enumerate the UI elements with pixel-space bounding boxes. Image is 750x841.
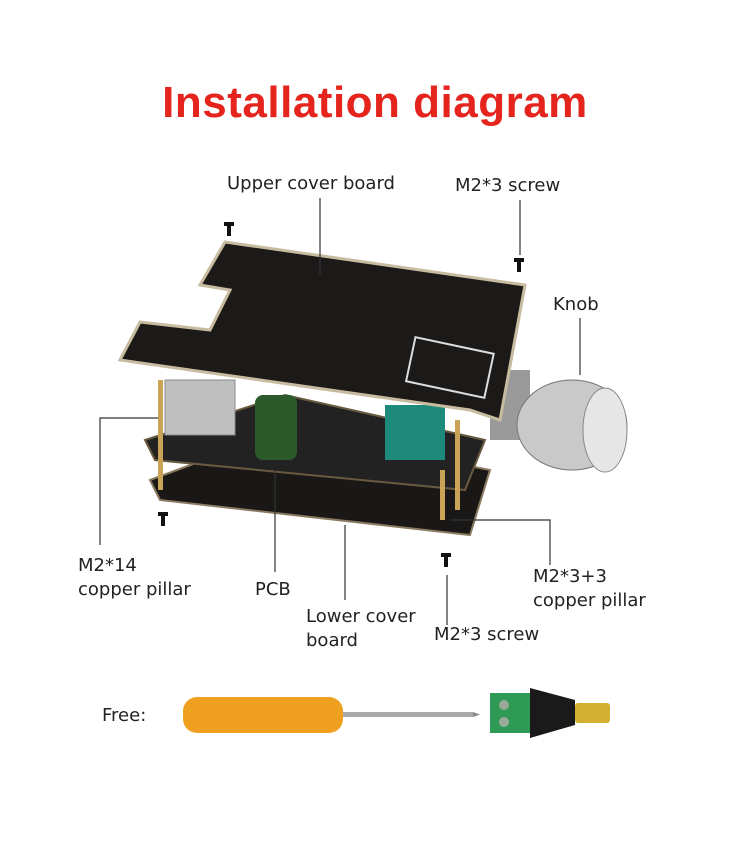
teal-module <box>385 405 445 460</box>
screwdriver-icon <box>183 697 480 733</box>
label-line: M2*14 <box>78 555 137 576</box>
label-knob: Knob <box>553 294 599 315</box>
dc-connector-icon <box>490 688 610 738</box>
usb-port <box>164 379 236 436</box>
label-m2x14-pillar: M2*14 copper pillar <box>78 554 191 602</box>
label-upper-cover-board: Upper cover board <box>227 173 395 194</box>
label-line: Lower cover <box>306 606 416 627</box>
screw-icon <box>158 222 524 567</box>
leader-lines <box>99 198 581 625</box>
label-line: copper pillar <box>78 579 191 600</box>
label-line: copper pillar <box>533 590 646 611</box>
capacitor <box>255 395 297 460</box>
copper-pillar <box>455 420 460 510</box>
label-lower-cover-board: Lower cover board <box>306 605 416 653</box>
label-m2x3-screw-bottom: M2*3 screw <box>434 624 540 645</box>
copper-pillar <box>440 470 445 520</box>
upper-cover-board <box>117 240 527 422</box>
label-line: M2*3+3 <box>533 566 607 587</box>
label-free: Free: <box>102 705 147 726</box>
label-m2x3-3-pillar: M2*3+3 copper pillar <box>533 565 646 613</box>
label-line: board <box>306 630 358 651</box>
page-title: Installation diagram <box>162 78 588 127</box>
copper-pillar <box>158 380 163 490</box>
label-m2x3-screw-top: M2*3 screw <box>455 175 561 196</box>
label-pcb: PCB <box>255 579 291 600</box>
